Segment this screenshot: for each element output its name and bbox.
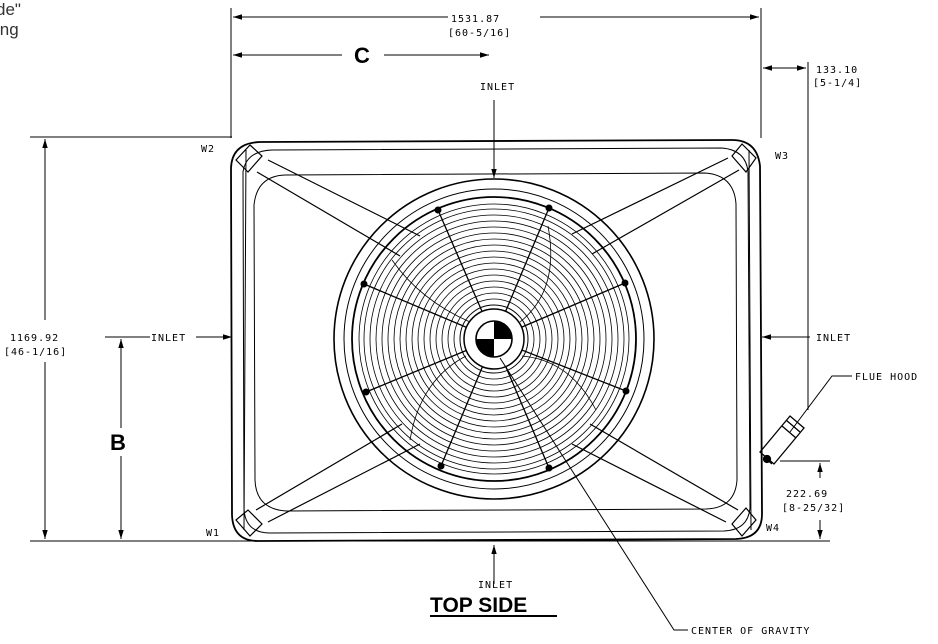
fragment-line-1: de" — [0, 0, 21, 19]
corner-w2-label: W2 — [201, 144, 215, 155]
flue-height-label: 222.69 — [786, 489, 828, 500]
view-title: TOP SIDE — [430, 594, 527, 617]
center-of-gravity-symbol — [463, 308, 525, 370]
offset-right-inch-label: [5-1/4] — [813, 78, 862, 89]
dimension-lines — [42, 14, 823, 539]
flue-hood — [759, 415, 805, 465]
corner-w3-label: W3 — [775, 151, 789, 162]
dimension-c-label: C — [354, 43, 370, 68]
overall-width-inch-label: [60-5/16] — [448, 28, 511, 39]
offset-right-label: 133.10 — [816, 65, 858, 76]
fragment-line-2: ing — [0, 20, 19, 39]
overall-height-label: 1169.92 — [10, 333, 59, 344]
inlet-top-label: INLET — [480, 82, 515, 93]
flue-height-inch-label: [8-25/32] — [782, 503, 845, 514]
inlet-right-label: INLET — [816, 333, 851, 344]
inlet-left-label: INLET — [151, 333, 186, 344]
inlet-arrows — [196, 100, 810, 584]
extension-lines — [30, 8, 830, 542]
overall-width-label: 1531.87 — [451, 14, 500, 25]
corner-w1-label: W1 — [206, 528, 220, 539]
text-fragment: de" ing — [0, 0, 21, 40]
leader-lines — [499, 357, 852, 631]
flue-hood-label: FLUE HOOD — [855, 372, 918, 383]
overall-height-inch-label: [46-1/16] — [4, 347, 67, 358]
dimension-b-label: B — [110, 430, 126, 455]
inlet-bottom-label: INLET — [478, 580, 513, 591]
center-of-gravity-label: CENTER OF GRAVITY — [691, 626, 810, 637]
corner-w4-label: W4 — [766, 523, 780, 534]
unit-housing — [230, 139, 763, 542]
